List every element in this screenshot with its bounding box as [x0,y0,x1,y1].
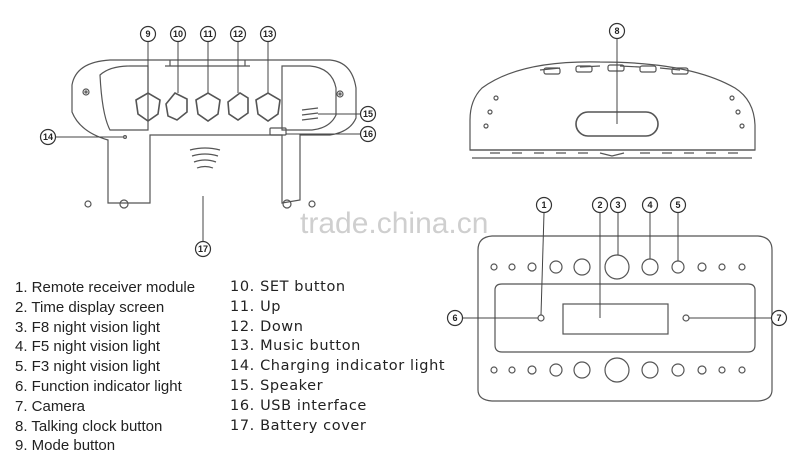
legend-item: 7. Camera [15,397,86,415]
callout-12-label: 12 [233,29,243,39]
legend-item: 13. Music button [230,338,361,355]
legend-item: 17. Battery cover [230,417,367,434]
legend-item: 10. SET button [230,279,346,295]
callout-4-label: 4 [647,200,652,210]
leader-lines [56,39,771,319]
callout-11-label: 11 [203,29,213,39]
callout-5-label: 5 [675,200,680,210]
callout-4: 4 [641,196,659,214]
callout-9: 9 [139,25,157,43]
legend-item: 2. Time display screen [15,298,165,316]
callout-5: 5 [669,196,687,214]
callout-3: 3 [609,196,627,214]
legend-item: 5. F3 night vision light [15,358,161,376]
callout-14: 14 [39,128,57,146]
callout-15-label: 15 [363,109,373,119]
legend-item: 14. Charging indicator light [230,358,446,375]
callout-9-label: 9 [145,29,150,39]
callout-8: 8 [608,22,626,40]
legend-item: 15. Speaker [230,377,324,394]
callout-8-label: 8 [614,26,619,36]
callout-7-label: 7 [776,313,781,323]
top-view [469,61,756,159]
callout-2-label: 2 [597,200,602,210]
callout-6-label: 6 [452,313,457,323]
callout-10-label: 10 [173,29,183,39]
legend-left: 1. Remote receiver module 2. Time displa… [15,278,195,456]
front-view [477,235,773,402]
callout-1-label: 1 [541,200,546,210]
legend-item: 16. USB interface [230,397,367,414]
callout-16: 16 [359,125,377,143]
legend-item: 1. Remote receiver module [15,279,196,296]
callout-7: 7 [770,309,788,327]
callout-11: 11 [199,25,217,43]
legend-item: 3. F8 night vision light [15,318,161,336]
legend-item: 12. Down [230,318,304,335]
legend-item: 11. Up [230,298,282,315]
callout-1: 1 [535,196,553,214]
callout-3-label: 3 [615,200,620,210]
callout-13: 13 [259,25,277,43]
callout-13-label: 13 [263,29,273,39]
legend-item: 6. Function indicator light [15,377,182,395]
legend-item: 4. F5 night vision light [15,338,161,356]
legend-item: 9. Mode button [15,437,116,455]
callout-17: 17 [194,240,212,258]
watermark-text: trade.china.cn [300,207,489,240]
callout-16-label: 16 [363,129,373,139]
legend-item: 8. Talking clock button [15,417,163,435]
callout-10: 10 [169,25,187,43]
callout-12: 12 [229,25,247,43]
legend-right: 10. SET button 11. Up 12. Down 13. Music… [230,278,445,436]
callout-15: 15 [359,105,377,123]
callout-17-label: 17 [198,244,208,254]
callout-6: 6 [446,309,464,327]
callout-14-label: 14 [43,132,53,142]
callout-2: 2 [591,196,609,214]
